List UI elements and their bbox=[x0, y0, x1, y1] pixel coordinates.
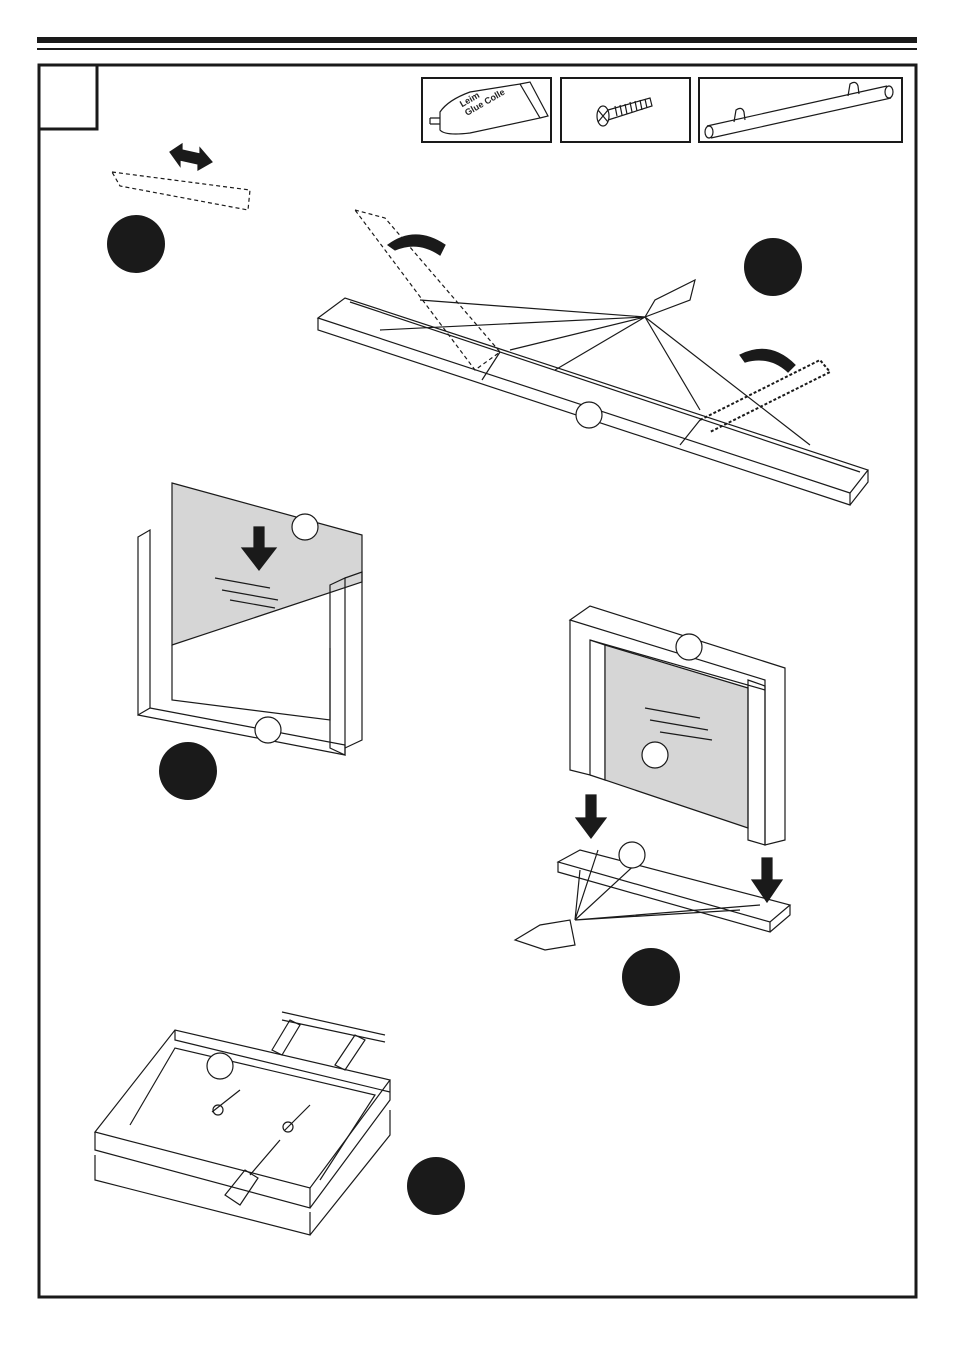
carcass-assembly bbox=[513, 605, 792, 951]
glue-tube-ghost bbox=[110, 171, 251, 211]
step-frame bbox=[37, 63, 918, 1299]
part-marker bbox=[641, 741, 669, 769]
rail-assembly bbox=[316, 208, 869, 506]
double-arrow-icon bbox=[169, 142, 213, 172]
screw-icon bbox=[212, 1104, 224, 1116]
part-marker bbox=[206, 1052, 234, 1080]
part-marker bbox=[575, 401, 603, 429]
part-marker bbox=[618, 841, 646, 869]
part-box-screw bbox=[560, 77, 691, 143]
header-rule-thick bbox=[37, 37, 917, 43]
rotate-arrow-icon bbox=[739, 348, 796, 373]
down-arrow-icon bbox=[574, 794, 608, 839]
step-marker-1 bbox=[107, 215, 165, 273]
drawer-assembly bbox=[93, 1011, 392, 1236]
part-marker bbox=[254, 716, 282, 744]
frame-with-back-panel bbox=[137, 482, 363, 756]
down-arrow-icon bbox=[240, 526, 278, 571]
rotate-arrow-icon bbox=[386, 234, 446, 256]
part-marker bbox=[675, 633, 703, 661]
step-marker-4 bbox=[622, 948, 680, 1006]
step-marker-3 bbox=[159, 742, 217, 800]
part-box-handle bbox=[698, 77, 903, 143]
part-box-glue bbox=[421, 77, 552, 143]
part-marker bbox=[291, 513, 319, 541]
step-marker-5 bbox=[407, 1157, 465, 1215]
step-marker-2 bbox=[744, 238, 802, 296]
step-number-box bbox=[37, 63, 99, 131]
screw-icon bbox=[282, 1121, 294, 1133]
down-arrow-icon bbox=[750, 857, 784, 904]
